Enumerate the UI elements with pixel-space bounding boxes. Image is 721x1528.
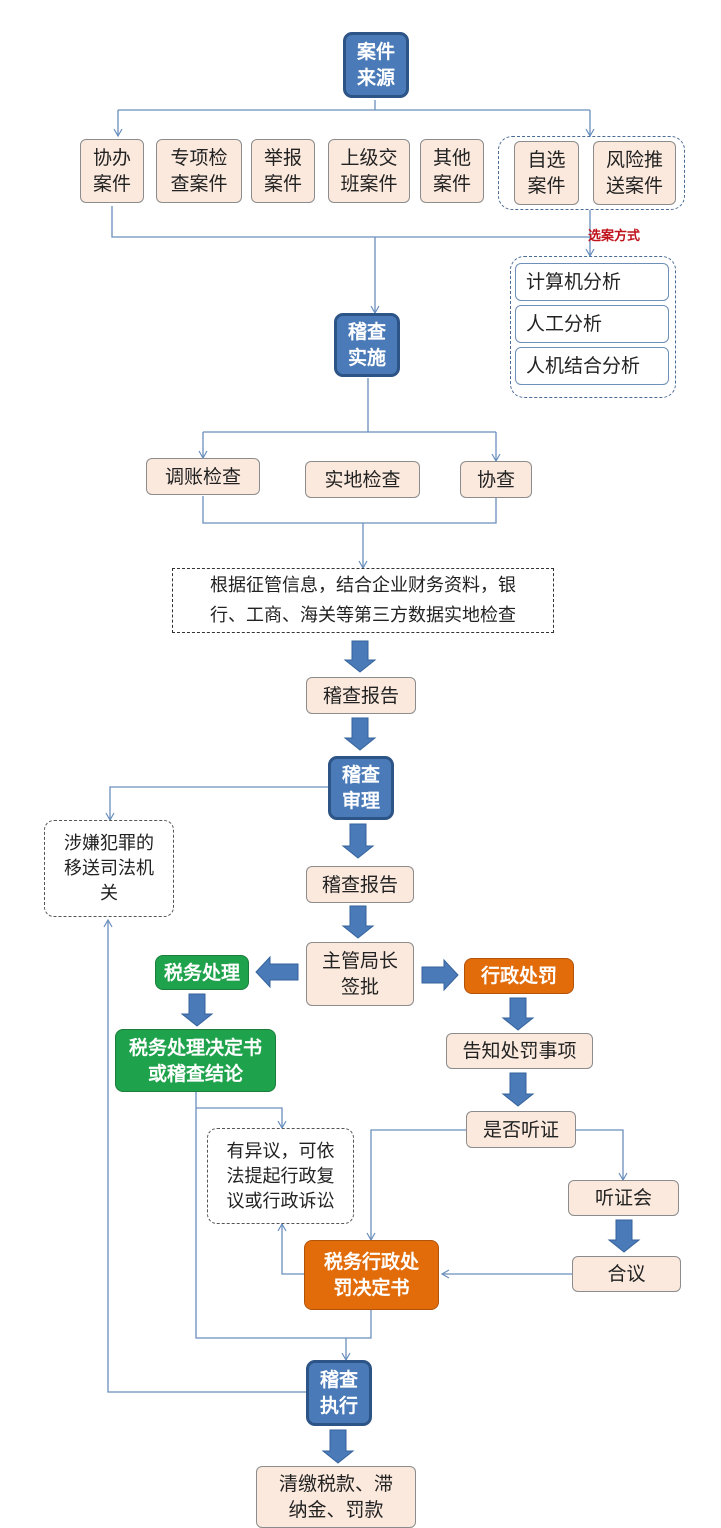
site-check-node: 实地检查 xyxy=(305,461,420,498)
computer-analysis-node: 计算机分析 xyxy=(515,263,669,301)
audit-report-node-1: 稽查报告 xyxy=(306,677,416,714)
audit-report-node-2: 稽查报告 xyxy=(306,866,414,903)
hearing-node: 听证会 xyxy=(568,1180,679,1216)
arrow-notify-to-hearingq xyxy=(501,1072,535,1107)
case-source-node: 案件 来源 xyxy=(343,32,409,98)
arrow-director-to-penalty xyxy=(421,958,459,992)
special-check-case-node: 专项检 查案件 xyxy=(156,139,242,203)
report-case-node: 举报 案件 xyxy=(251,139,315,203)
account-check-node: 调账检查 xyxy=(146,458,260,495)
arrow-hearing-to-deliberation xyxy=(607,1219,641,1253)
arrow-basis-to-report xyxy=(343,640,377,673)
arrow-penalty-to-notify xyxy=(501,997,535,1031)
transfer-judicial-node: 涉嫌犯罪的 移送司法机 关 xyxy=(44,820,174,917)
audit-execution-node: 稽查 执行 xyxy=(306,1360,372,1426)
hybrid-analysis-node: 人机结合分析 xyxy=(515,347,669,385)
superior-assigned-case-node: 上级交 班案件 xyxy=(328,139,410,203)
audit-implementation-node: 稽查 实施 xyxy=(334,313,400,377)
assist-case-node: 协办 案件 xyxy=(80,139,144,203)
arrow-taxhandling-to-decision xyxy=(180,993,214,1027)
objection-note-node: 有异议，可依 法提起行政复 议或行政诉讼 xyxy=(207,1128,354,1224)
payment-node: 清缴税款、滞 纳金、罚款 xyxy=(256,1466,416,1528)
basis-note-box: 根据征管信息，结合企业财务资料，银 行、工商、海关等第三方数据实地检查 xyxy=(172,568,554,633)
tax-handling-node: 税务处理 xyxy=(155,955,249,990)
penalty-decision-node: 税务行政处 罚决定书 xyxy=(304,1240,439,1310)
audit-review-node: 稽查 审理 xyxy=(328,756,394,820)
assist-check-node: 协查 xyxy=(460,461,532,498)
arrow-exec-to-payment xyxy=(321,1429,355,1464)
tax-decision-node: 税务处理决定书 或稽查结论 xyxy=(115,1029,276,1092)
hearing-question-node: 是否听证 xyxy=(466,1111,576,1148)
other-case-node: 其他 案件 xyxy=(420,139,484,203)
deliberation-node: 合议 xyxy=(572,1256,681,1292)
arrow-review-to-report2 xyxy=(341,823,375,859)
notify-penalty-node: 告知处罚事项 xyxy=(446,1033,593,1069)
manual-analysis-node: 人工分析 xyxy=(515,305,669,343)
select-method-label: 选案方式 xyxy=(588,229,641,244)
director-approval-node: 主管局长 签批 xyxy=(306,942,414,1006)
admin-penalty-node: 行政处罚 xyxy=(464,958,574,994)
risk-push-case-node: 风险推 送案件 xyxy=(593,141,676,205)
arrow-director-to-taxhandling xyxy=(255,955,299,989)
self-selected-case-node: 自选 案件 xyxy=(514,141,579,205)
arrow-report-to-review xyxy=(343,717,377,751)
arrow-report2-to-director xyxy=(341,905,375,939)
